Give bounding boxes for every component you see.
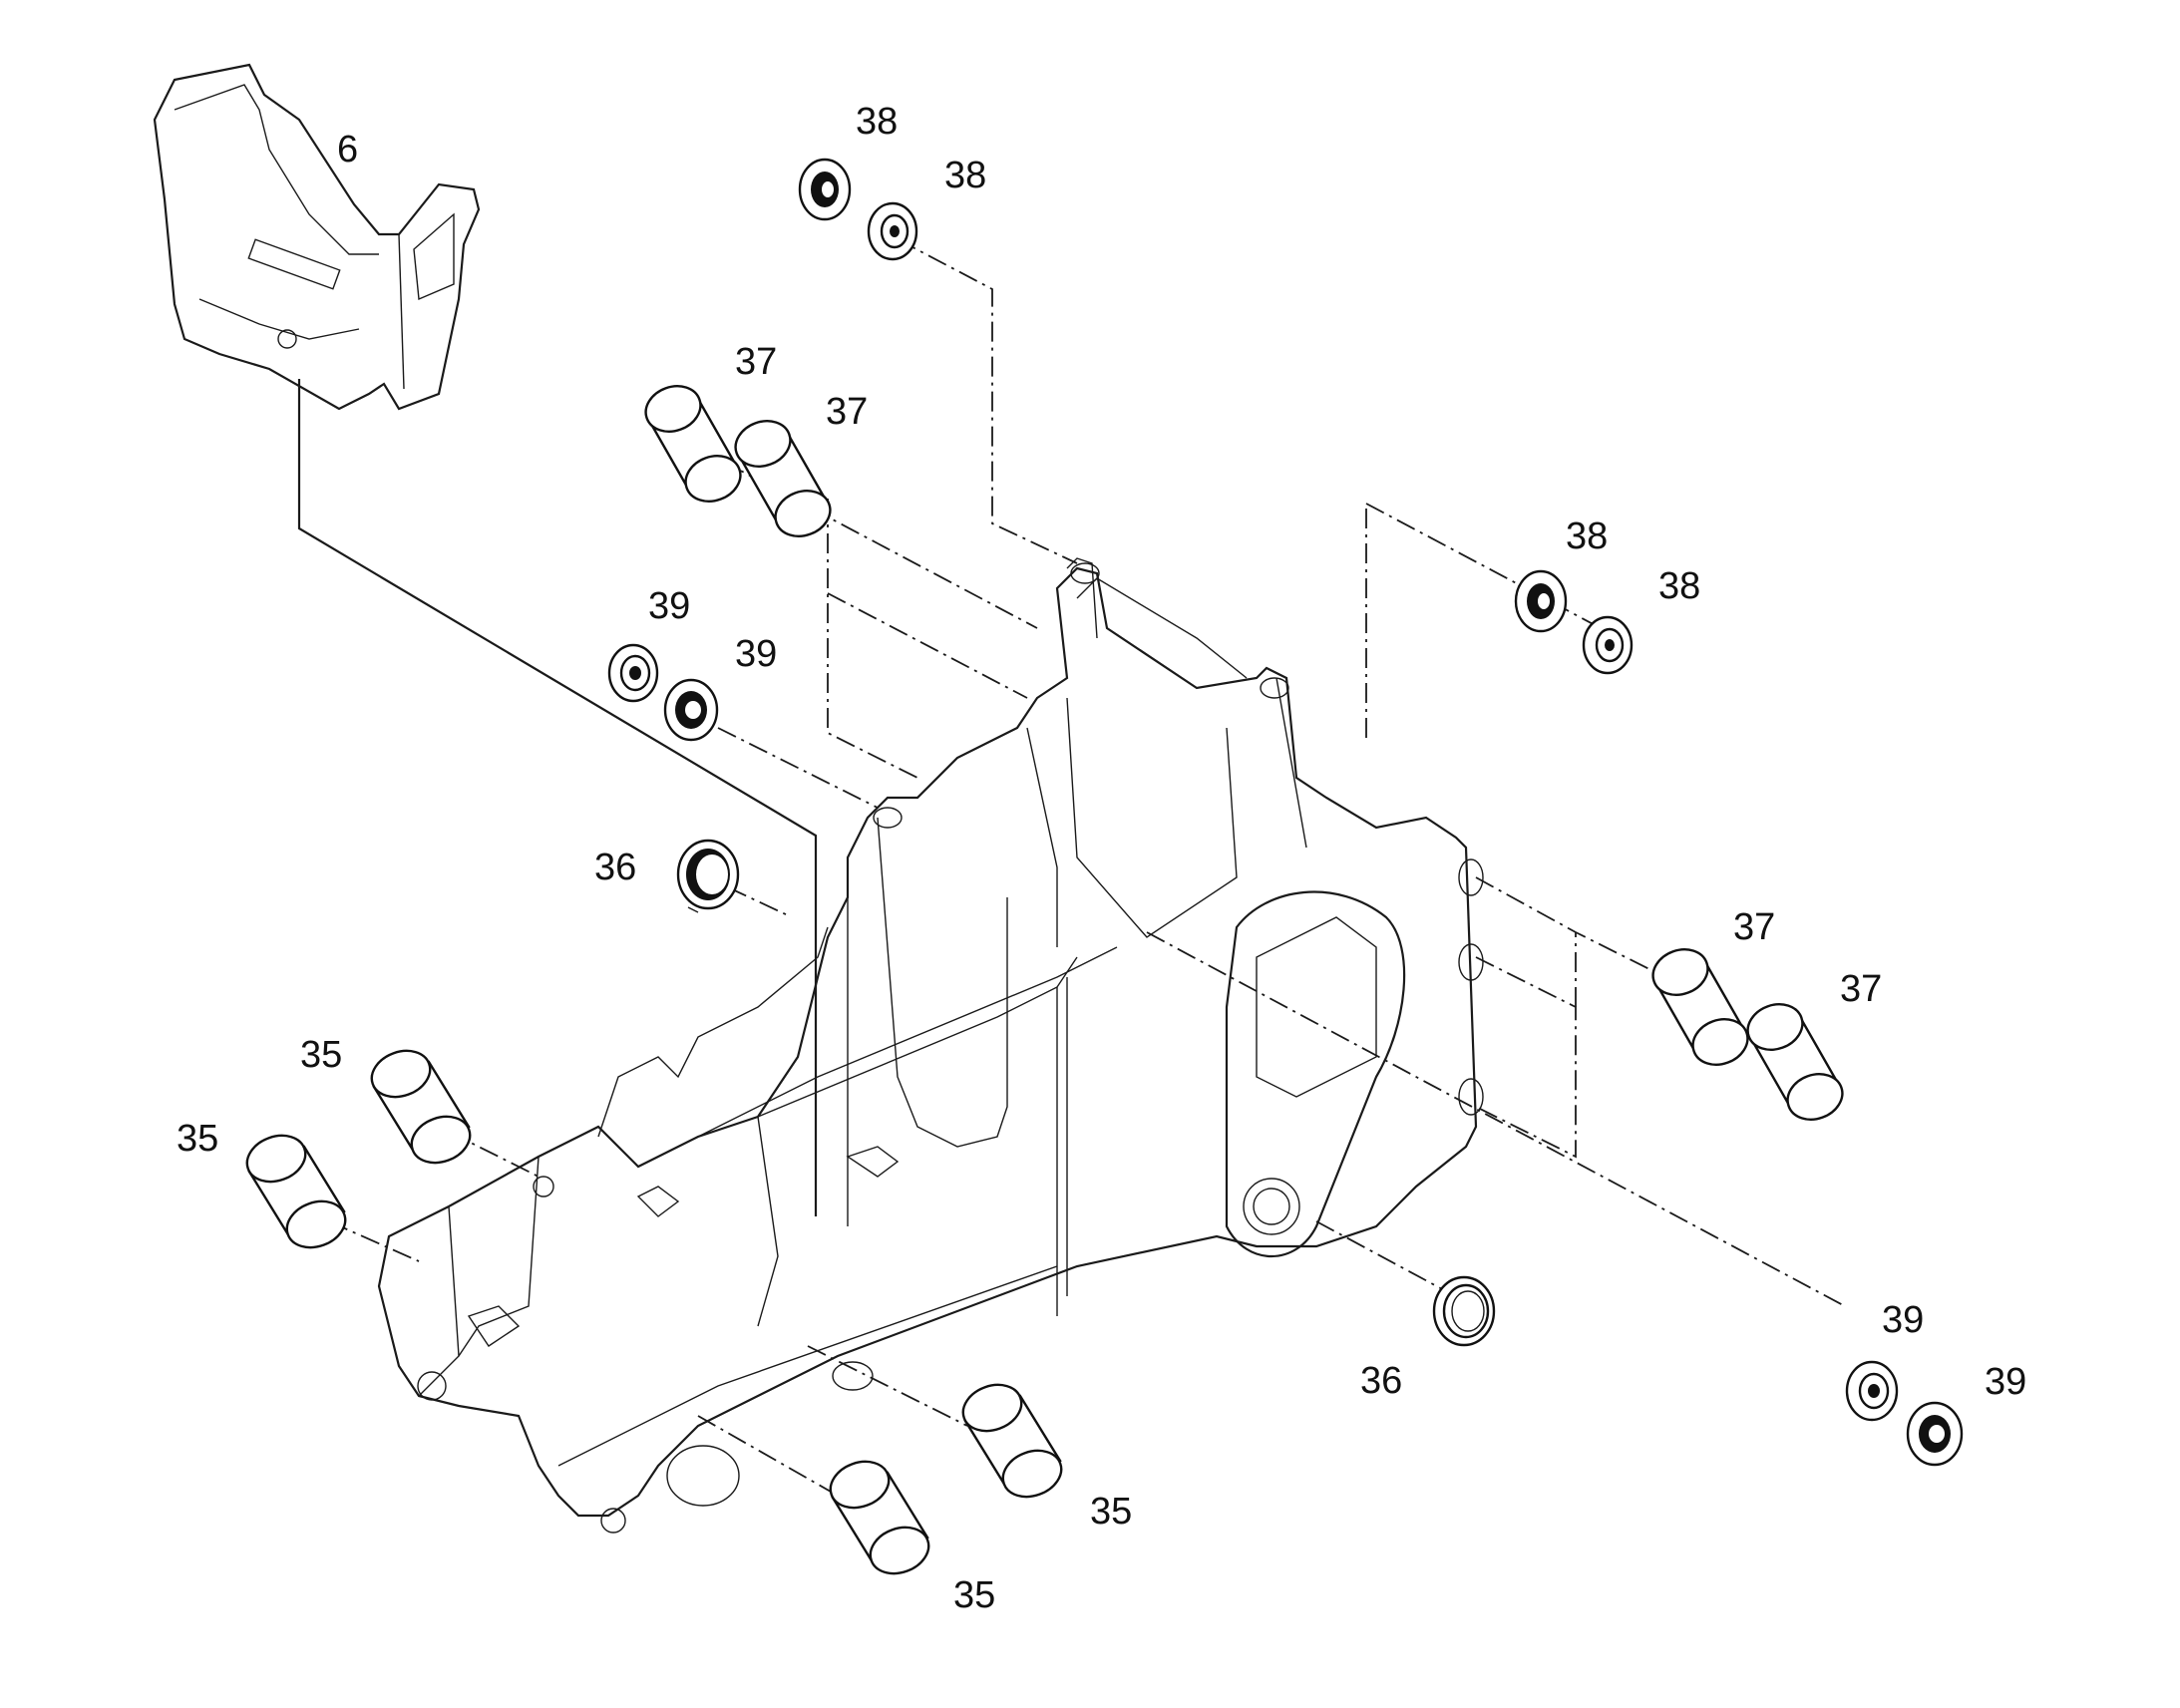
callout-37-right-b: 37 bbox=[1840, 968, 1882, 1010]
parts-36 bbox=[676, 839, 1496, 1347]
leader-line-part-38-right bbox=[1365, 503, 1617, 637]
part-35-sleeve-left-upper bbox=[370, 1049, 472, 1165]
leader-line-part-39-top bbox=[717, 727, 879, 809]
parts-35 bbox=[245, 1049, 1063, 1575]
leader-line-bracket-left-lower bbox=[827, 592, 1028, 699]
part-37-sleeve-top-b bbox=[734, 420, 832, 537]
part-6-bracket bbox=[153, 63, 481, 411]
callout-36-right: 36 bbox=[1360, 1360, 1402, 1402]
leader-lines bbox=[297, 238, 1846, 1497]
parts-39-top bbox=[607, 643, 719, 742]
callout-36-left: 36 bbox=[594, 847, 636, 888]
leader-line-part-6 bbox=[297, 379, 818, 1216]
part-39-ring-top-b bbox=[663, 678, 719, 742]
parts-37-right bbox=[1651, 948, 1844, 1121]
part-36-bushing-left bbox=[676, 839, 740, 913]
part-38-ring-right-b bbox=[1582, 615, 1634, 675]
callout-39-top-b: 39 bbox=[735, 633, 777, 675]
leader-line-part-36-right bbox=[1315, 1220, 1447, 1292]
parts-38-right bbox=[1514, 569, 1634, 675]
part-38-ring-right-a bbox=[1514, 569, 1568, 633]
callout-6: 6 bbox=[337, 129, 358, 171]
leader-line-part-37-top bbox=[717, 458, 1038, 629]
part-38-ring-top-a bbox=[798, 158, 852, 221]
leader-line-part-35-right-lower bbox=[697, 1415, 839, 1497]
callout-38-right-a: 38 bbox=[1566, 515, 1608, 557]
leader-line-part-37-right bbox=[1475, 876, 1656, 973]
part-35-sleeve-right-lower bbox=[829, 1460, 930, 1575]
callout-38-right-b: 38 bbox=[1658, 565, 1700, 607]
callout-35-right-upper: 35 bbox=[1090, 1491, 1132, 1533]
leader-line-part-39-right bbox=[1146, 931, 1846, 1307]
callout-39-top-a: 39 bbox=[648, 585, 690, 627]
callout-38-top-b: 38 bbox=[944, 155, 986, 196]
leader-line-part-36-top bbox=[727, 886, 789, 916]
callout-37-right-a: 37 bbox=[1733, 906, 1775, 948]
callout-35-left-upper: 35 bbox=[300, 1034, 342, 1076]
part-37-sleeve-top-a bbox=[644, 385, 742, 503]
part-36-bushing-right bbox=[1432, 1275, 1496, 1347]
parts-39-right bbox=[1845, 1360, 1964, 1467]
main-frame bbox=[377, 557, 1484, 1534]
part-39-ring-right-b bbox=[1906, 1401, 1964, 1467]
leader-line-part-38-top bbox=[897, 238, 1078, 564]
callout-37-top-a: 37 bbox=[735, 341, 777, 383]
part-35-sleeve-right-upper bbox=[961, 1383, 1063, 1499]
leader-line-part-35-right-upper bbox=[807, 1345, 968, 1427]
part-37-sleeve-right-b bbox=[1746, 1003, 1844, 1121]
leader-line-bracket-left bbox=[827, 499, 918, 779]
callout-39-right-b: 39 bbox=[1985, 1361, 2026, 1403]
callout-35-left-lower: 35 bbox=[177, 1118, 218, 1160]
callout-35-right-lower: 35 bbox=[953, 1574, 995, 1616]
part-35-sleeve-left-lower bbox=[245, 1134, 347, 1249]
parts-38-top bbox=[798, 158, 918, 261]
part-38-ring-top-b bbox=[867, 201, 918, 261]
parts-37-top bbox=[644, 385, 832, 537]
part-37-sleeve-right-a bbox=[1651, 948, 1749, 1066]
leader-line-bracket-right bbox=[1475, 956, 1577, 1159]
callout-labels: 6 38 38 37 37 38 38 39 39 36 37 37 35 35… bbox=[177, 101, 2026, 1616]
part-39-ring-right-a bbox=[1845, 1360, 1899, 1422]
callout-38-top-a: 38 bbox=[856, 101, 898, 143]
callout-39-right-a: 39 bbox=[1882, 1299, 1924, 1341]
callout-37-top-b: 37 bbox=[826, 391, 868, 433]
part-39-ring-top-a bbox=[607, 643, 659, 703]
